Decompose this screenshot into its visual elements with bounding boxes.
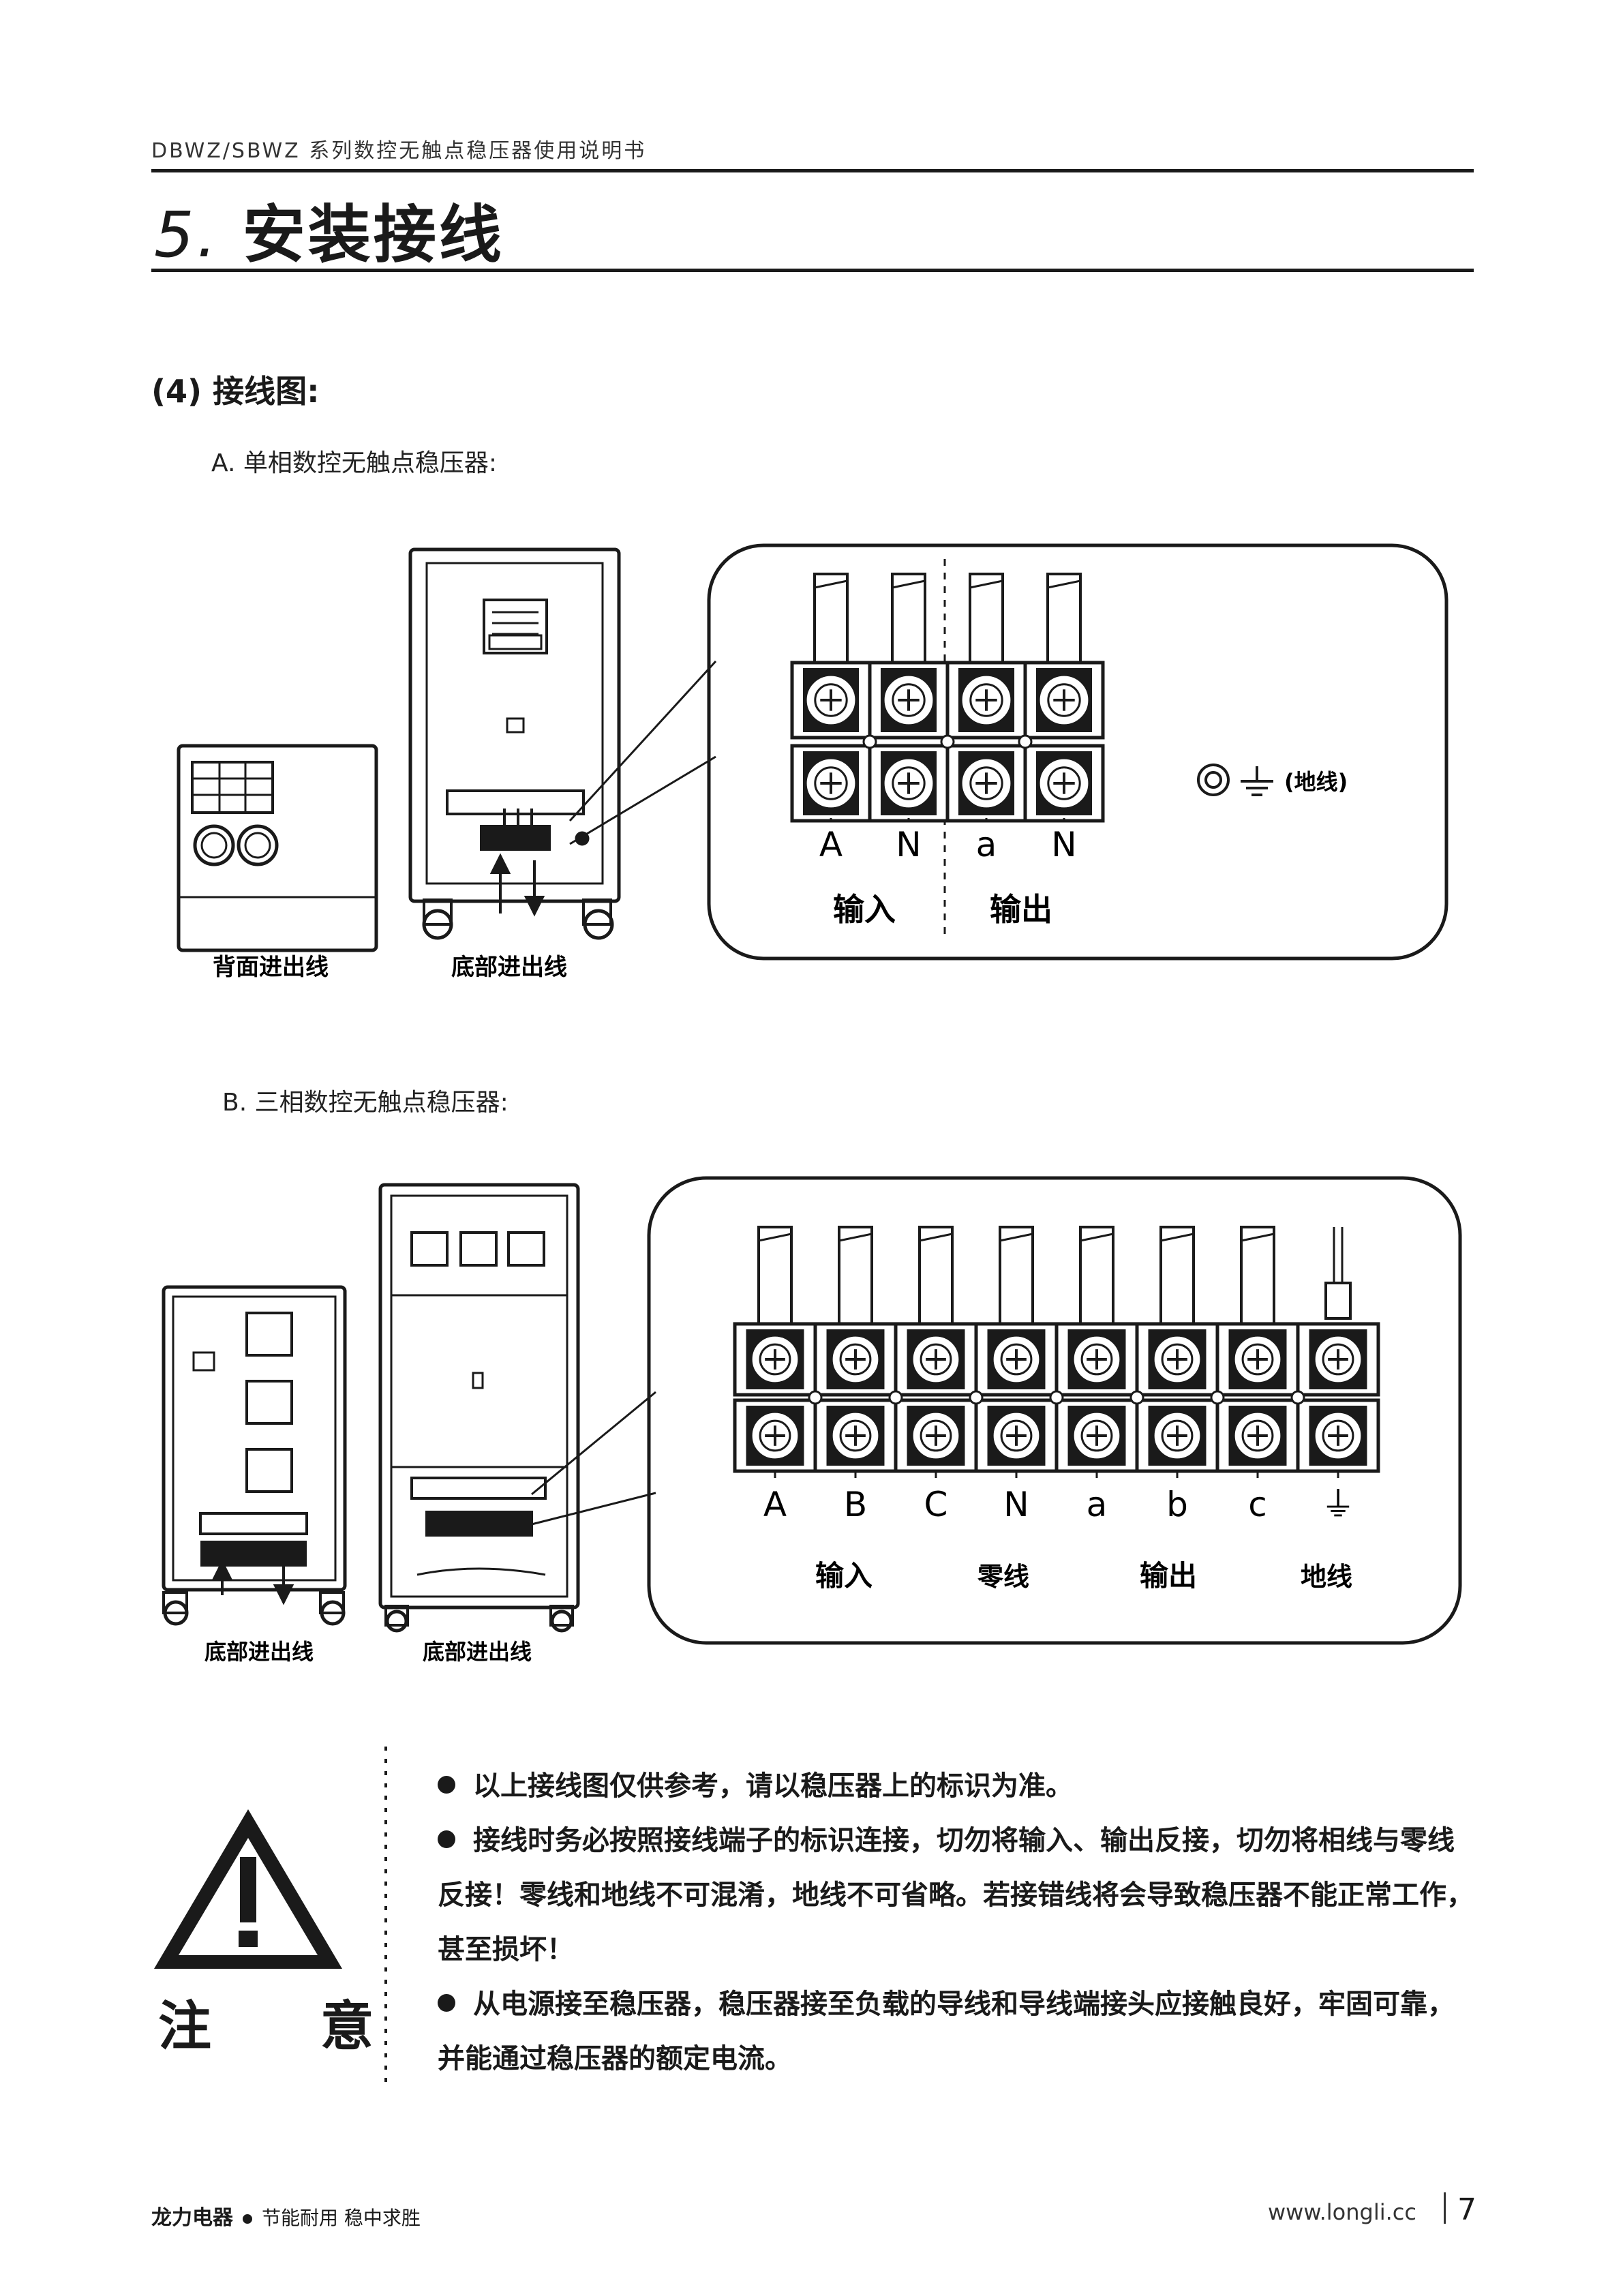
zoom-line (531, 1492, 656, 1526)
notice-item: 接线时务必按照接线端子的标识连接，切勿将输入、输出反接，切勿将相线与零线反接！零… (438, 1825, 1474, 1965)
single-phase-terminal-block (790, 573, 1105, 823)
notice-label: 注意 (158, 1996, 483, 2057)
notice-item: 从电源接至稳压器，稳压器接至负载的导线和导线端接头应接触良好，牢固可靠，并能通过… (438, 1989, 1455, 2074)
group-neutral-label: 零线 (977, 1562, 1029, 1592)
footer-divider (1444, 2192, 1446, 2224)
back-entry-unit (177, 744, 378, 952)
zoom-line (568, 660, 717, 822)
single-phase-label: A. 单相数控无触点稳压器: (211, 449, 498, 477)
chapter-name: 安装接线 (242, 198, 504, 271)
three-phase-terminal-block (733, 1226, 1380, 1473)
zoom-line (569, 755, 716, 845)
ground-label: (地线) (1284, 769, 1348, 795)
three-phase-label: B. 三相数控无触点稳压器: (222, 1089, 509, 1117)
chapter-number: 5. (154, 198, 219, 271)
bullet-icon (438, 1776, 455, 1794)
caption-three-phase-right: 底部进出线 (423, 1639, 532, 1665)
caption-bottom-entry: 底部进出线 (451, 954, 567, 981)
link-dot (1290, 1390, 1305, 1405)
three-phase-cabinet-left (162, 1285, 347, 1626)
terminal-label: ⏚ (1321, 1485, 1355, 1524)
cable (969, 573, 1004, 664)
cable (1046, 573, 1082, 664)
running-header: DBWZ/SBWZ 系列数控无触点稳压器使用说明书 (151, 139, 647, 163)
terminal-callout (707, 543, 1448, 961)
cable (999, 1226, 1034, 1325)
terminal-label: a (1087, 1485, 1108, 1524)
group-output-label: 输出 (1140, 1559, 1197, 1592)
cable (813, 573, 849, 664)
link-dot (1049, 1390, 1064, 1405)
cable (918, 1226, 954, 1325)
group-output-label: 输出 (990, 891, 1052, 928)
bottom-entry-cabinet (408, 547, 621, 940)
terminal-label: N (1051, 825, 1076, 864)
zoom-line (531, 1391, 656, 1496)
link-dot (1018, 734, 1033, 749)
notice-list: 以上接线图仅供参考，请以稳压器上的标识为准。 接线时务必按照接线端子的标识连接，… (438, 1759, 1474, 2086)
link-dot (888, 1390, 903, 1405)
link-dot (862, 734, 877, 749)
caption-three-phase-left: 底部进出线 (204, 1639, 314, 1665)
group-input-label: 输入 (833, 891, 896, 928)
link-dot (969, 1390, 984, 1405)
section-heading: (4) 接线图: (151, 373, 320, 410)
page-number: 7 (1457, 2192, 1476, 2227)
chapter-rule (151, 269, 1474, 272)
three-phase-cabinet-right (378, 1183, 580, 1633)
terminal-label: a (976, 825, 997, 864)
group-input-label: 输入 (815, 1559, 873, 1592)
footer-url[interactable]: www.longli.cc (1268, 2199, 1416, 2225)
terminal-label: A (819, 825, 843, 864)
link-dot (1129, 1390, 1144, 1405)
footer-brand: 龙力电器节能耐用 稳中求胜 (151, 2206, 421, 2230)
link-dot (940, 734, 955, 749)
bullet-icon (243, 2214, 252, 2224)
ground-symbol (1197, 764, 1273, 796)
cable (1240, 1226, 1275, 1325)
caption-back-entry: 背面进出线 (213, 954, 329, 981)
cable (838, 1226, 873, 1325)
cable (757, 1226, 793, 1325)
header-rule (151, 169, 1474, 172)
bullet-icon (438, 1830, 455, 1848)
terminal-label: N (896, 825, 921, 864)
terminal-label: B (844, 1485, 867, 1524)
terminal-label: C (924, 1485, 948, 1524)
cable (1159, 1226, 1195, 1325)
chapter-title: 5. 安装接线 (154, 184, 504, 275)
terminal-label: c (1248, 1485, 1267, 1524)
three-phase-terminal-callout (647, 1176, 1462, 1645)
footer-slogan: 节能耐用 稳中求胜 (262, 2207, 421, 2229)
terminal-label: b (1166, 1485, 1188, 1524)
link-dot (808, 1390, 823, 1405)
notice-item: 以上接线图仅供参考，请以稳压器上的标识为准。 (438, 1759, 1474, 1813)
group-ground-label: 地线 (1301, 1562, 1352, 1592)
cable (1079, 1226, 1114, 1325)
terminal-label: A (763, 1485, 787, 1524)
terminal-label: N (1003, 1485, 1029, 1524)
warning-triangle-icon (154, 1809, 342, 1969)
cable-arrows (489, 853, 545, 917)
three-phase-arrows-left (211, 1559, 294, 1605)
bullet-icon (438, 1994, 455, 2012)
link-dot (1210, 1390, 1225, 1405)
cable (891, 573, 926, 664)
